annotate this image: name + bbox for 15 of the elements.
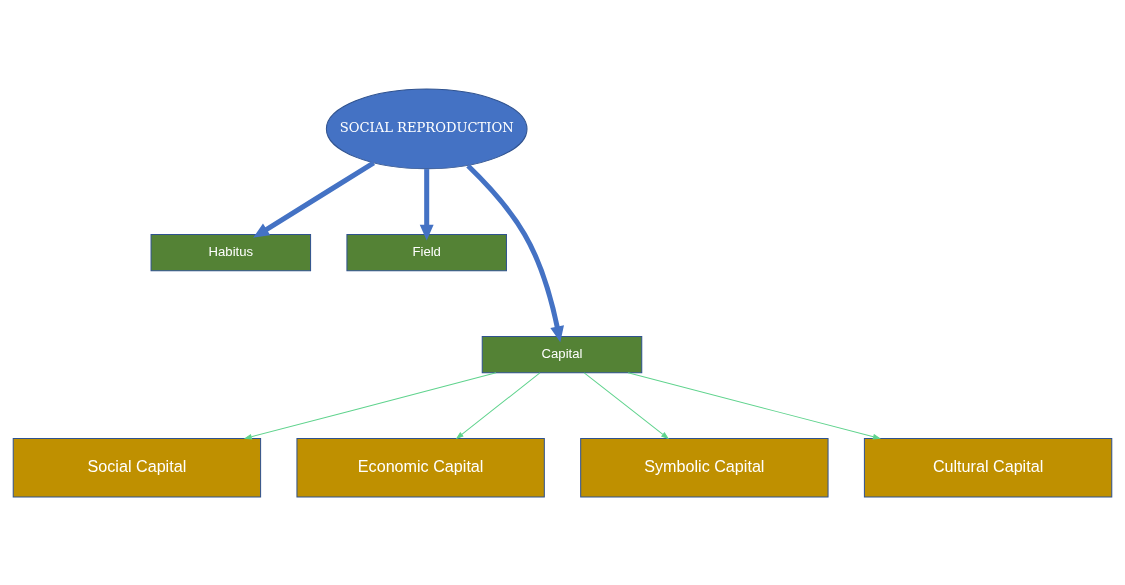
arrow [466, 163, 564, 342]
node-box: Social Capital [12, 437, 262, 497]
arrow [455, 371, 541, 439]
arrow [583, 371, 670, 439]
arrow [253, 160, 375, 238]
arrow [419, 168, 434, 241]
node-box: Field [346, 233, 507, 271]
node-box: Symbolic Capital [580, 437, 829, 497]
node-box: Cultural Capital [863, 437, 1113, 497]
arrow [627, 371, 881, 439]
node-box: Capital [481, 335, 643, 373]
node-box: Economic Capital [296, 437, 545, 497]
arrow [243, 371, 497, 439]
node-ellipse: SOCIAL REPRODUCTION [325, 88, 528, 169]
node-box: Habitus [150, 233, 312, 271]
